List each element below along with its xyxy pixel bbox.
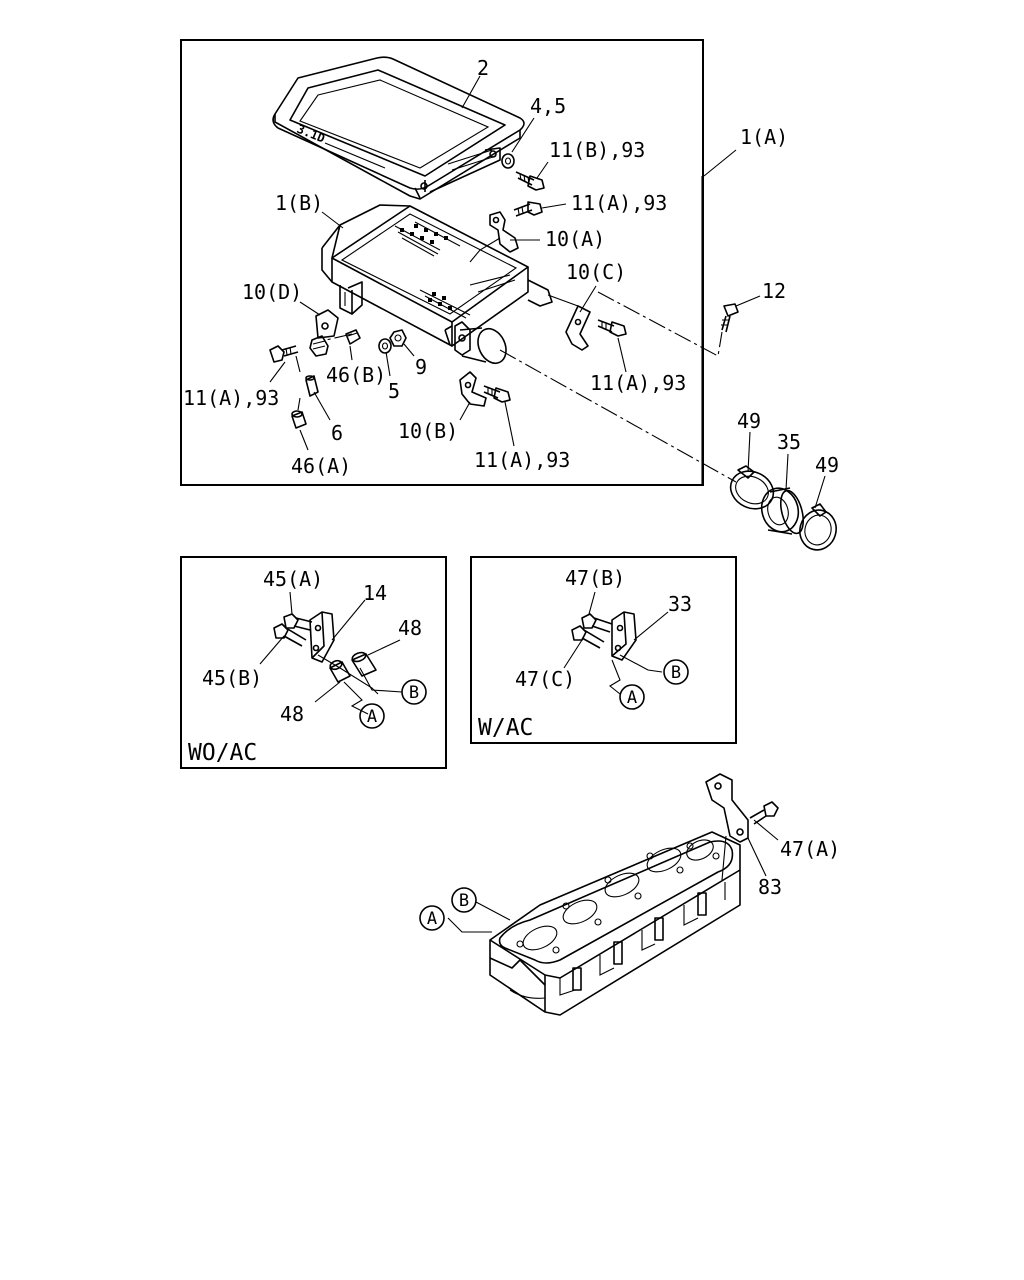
callout-33: 33 (668, 592, 692, 616)
callout-1a: 1(A) (740, 125, 788, 149)
bracket-10d (315, 309, 339, 339)
leader-lines (259, 75, 826, 877)
callout-49-right: 49 (815, 453, 839, 477)
callout-10c: 10(C) (566, 260, 626, 284)
callout-14: 14 (363, 581, 387, 605)
callout-12: 12 (762, 279, 786, 303)
callout-35: 35 (777, 430, 801, 454)
rubber-46b-left (309, 335, 329, 357)
bolt-11b (515, 171, 545, 191)
washer-5 (378, 338, 392, 354)
collar-48-top (351, 651, 377, 677)
bracket-10c (547, 294, 591, 351)
rubber-46a (291, 410, 307, 429)
callout-10d: 10(D) (242, 280, 302, 304)
bracket-83 (705, 773, 749, 881)
callout-83: 83 (758, 875, 782, 899)
bolt-47b (581, 613, 613, 633)
callout-47a: 47(A) (780, 837, 840, 861)
bolt-45b (273, 623, 307, 647)
callout-9: 9 (415, 355, 427, 379)
bolt-45a (283, 613, 313, 631)
callout-11b-93: 11(B),93 (549, 138, 645, 162)
bolt-12 (721, 303, 739, 333)
callout-6: 6 (331, 421, 343, 445)
bolt-11a-left (269, 345, 299, 363)
callout-11a-93-bottom: 11(A),93 (474, 448, 570, 472)
w-ac-frame (470, 556, 737, 744)
wo-ac-guide-line (317, 654, 379, 695)
dashed-assembly-lines (295, 291, 737, 483)
intercooler-assembly-frame (180, 39, 704, 486)
caption-w-ac: W/AC (478, 715, 533, 741)
bracket-10a (469, 211, 519, 263)
ref-guide-lines (343, 654, 663, 933)
ref-circle-a-wo-ac: A (359, 703, 385, 729)
intercooler-core (321, 204, 553, 365)
callout-11a-93-top: 11(A),93 (571, 191, 667, 215)
svg-text:A: A (427, 909, 437, 929)
head-dashed-edge (539, 831, 713, 906)
hose-35 (760, 487, 805, 535)
callout-48-top: 48 (398, 616, 422, 640)
bolt-11a-right (597, 319, 627, 337)
callout-47c: 47(C) (515, 667, 575, 691)
callout-45a: 45(A) (263, 567, 323, 591)
ref-circle-b-wo-ac: B (401, 679, 427, 705)
ref-circle-b-w-ac: B (663, 659, 689, 685)
svg-text:A: A (367, 707, 377, 727)
callout-45b: 45(B) (202, 666, 262, 690)
callout-48-bottom: 48 (280, 702, 304, 726)
bolt-47a (749, 801, 779, 825)
bracket-33 (611, 611, 637, 661)
bolt-11a-bottom (483, 385, 511, 403)
ref-circle-a-head: A (419, 905, 445, 931)
hose-clamp-49-right (799, 503, 837, 551)
callout-49-left: 49 (737, 409, 761, 433)
rubber-46b-right (345, 329, 361, 345)
ref-circle-b-head: B (451, 887, 477, 913)
callout-10b: 10(B) (398, 419, 458, 443)
callout-5: 5 (388, 379, 400, 403)
bracket-14 (309, 611, 335, 663)
callout-10a: 10(A) (545, 227, 605, 251)
bracket-10b (459, 371, 487, 407)
callout-11a-93-left: 11(A),93 (183, 386, 279, 410)
callout-11a-93-right: 11(A),93 (590, 371, 686, 395)
callout-47b: 47(B) (565, 566, 625, 590)
cylinder-head (489, 831, 741, 1016)
ref-circle-a-w-ac: A (619, 684, 645, 710)
svg-text:A: A (627, 688, 637, 708)
callout-1b: 1(B) (275, 191, 323, 215)
collar-6 (305, 375, 319, 397)
bolt-47c (571, 625, 605, 649)
svg-text:B: B (671, 663, 681, 683)
caption-wo-ac: WO/AC (188, 740, 257, 766)
svg-text:B: B (409, 683, 419, 703)
wo-ac-frame (180, 556, 447, 769)
callout-4-5: 4,5 (530, 94, 566, 118)
callout-2: 2 (477, 56, 489, 80)
callout-46a: 46(A) (291, 454, 351, 478)
collar-48-bottom (329, 659, 351, 683)
bolt-11a-top (513, 201, 543, 217)
washer-4-5 (501, 153, 515, 169)
callout-46b: 46(B) (326, 363, 386, 387)
nut-9 (389, 329, 407, 347)
callout-labels: 2 4,5 11(B),93 1(A) 11(A),93 1(B) 10(A) … (183, 56, 840, 899)
svg-text:B: B (459, 891, 469, 911)
